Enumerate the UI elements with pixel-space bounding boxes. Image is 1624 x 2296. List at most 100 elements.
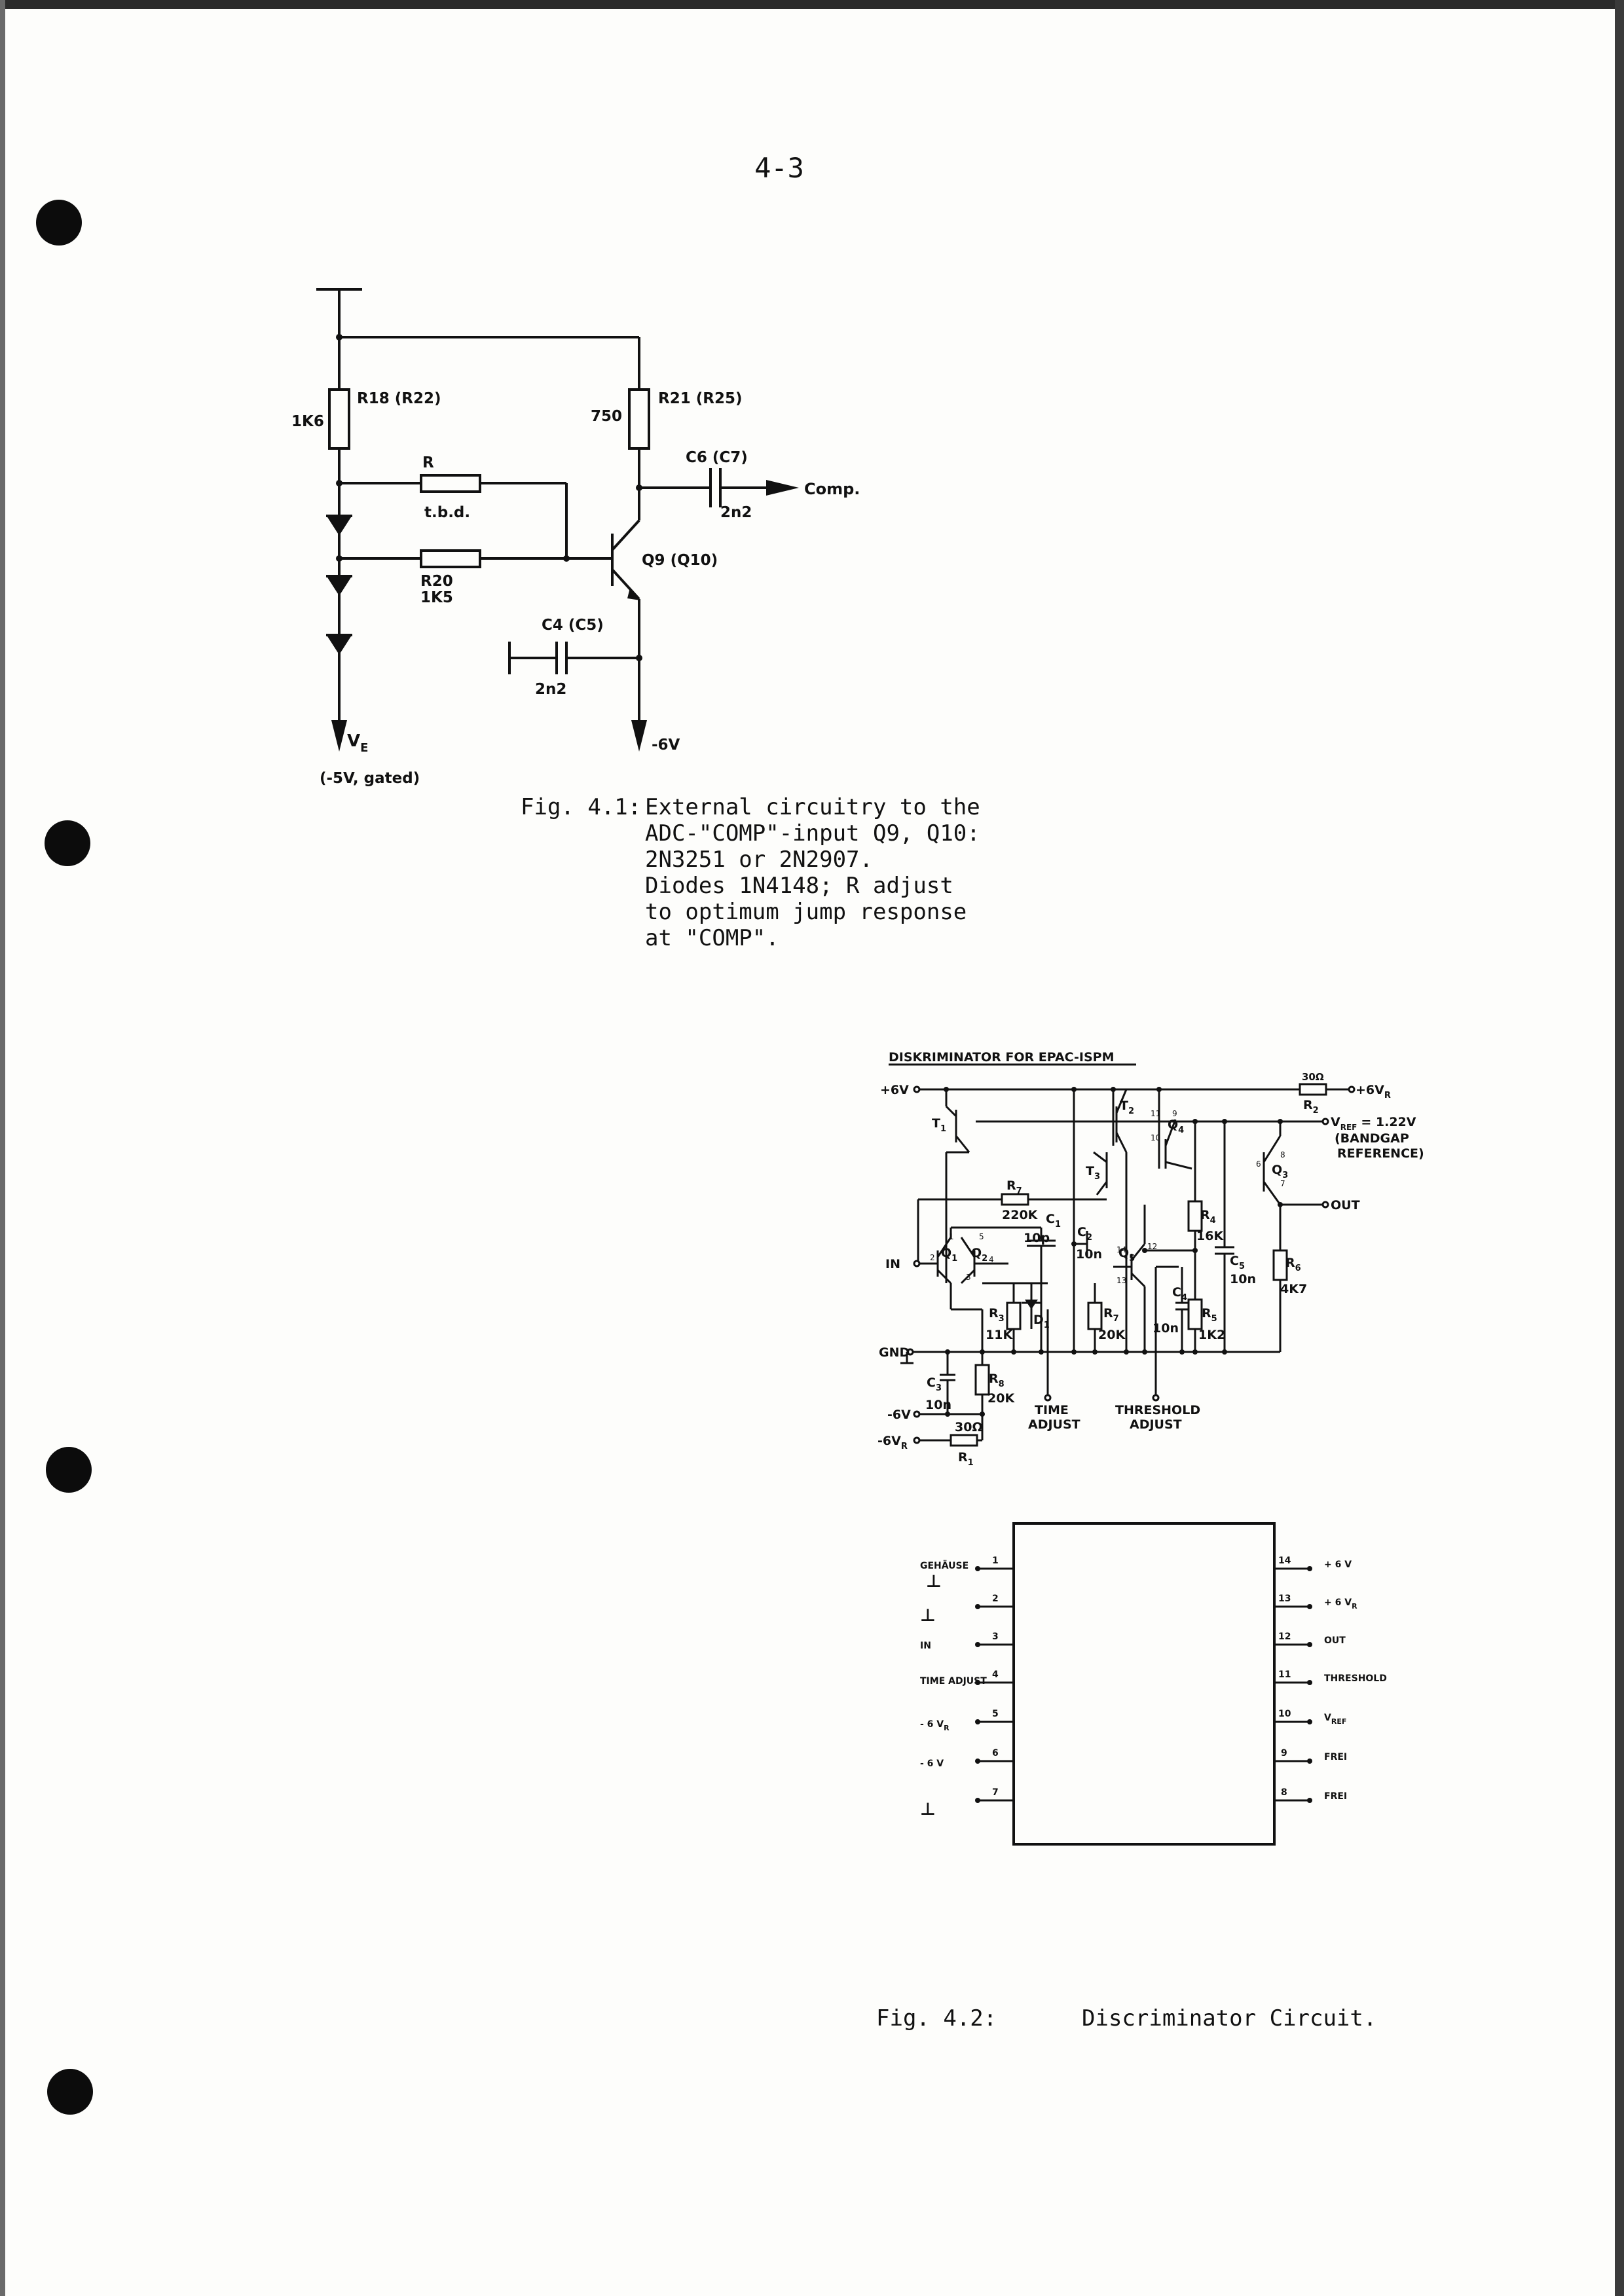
c4-label: C4 [1172,1285,1187,1303]
punch-hole [45,820,90,866]
c2-value: 10n [1076,1247,1102,1262]
time-adjust-label-line2: ADJUST [1028,1417,1080,1432]
pin-6-label: - 6 V [920,1758,944,1769]
pin-number: 1 [949,1232,954,1241]
out-label: OUT [1331,1198,1360,1212]
r6-label: R6 [1285,1256,1301,1273]
pin-number: 8 [1280,1150,1285,1159]
pin-6-number: 6 [992,1748,999,1758]
pin-9-label: FREI [1324,1752,1347,1762]
pin-number: 5 [979,1232,984,1241]
c1-value: 10p [1024,1231,1050,1245]
r8-value: 20K [987,1391,1015,1406]
fig-4-2-caption-tag: Fig. 4.2: [876,2005,997,2032]
r2-label: R2 [1303,1098,1319,1116]
pin-1-number: 1 [992,1556,999,1566]
punch-hole [36,200,82,246]
in-label: IN [885,1257,900,1271]
pin-number: 14 [1116,1245,1126,1254]
ground-icon: ⊥ [926,1572,942,1592]
pin-8-label: FREI [1324,1791,1347,1802]
pin-number: 12 [1147,1242,1157,1251]
r2-value: 30Ω [1302,1071,1324,1083]
pin-4-label: TIME ADJUST [920,1676,987,1686]
pin-5-number: 5 [992,1709,999,1719]
scan-border-top [0,0,1624,9]
r7-20k-value: 20K [1098,1328,1126,1342]
fig-4-1-caption-tag: Fig. 4.1: [521,794,642,820]
pin-11-number: 11 [1278,1669,1291,1680]
pin-number: 10 [1151,1133,1160,1142]
r20-value: 1K5 [420,589,453,606]
minus6v-label: -6V [652,737,680,754]
c4-value: 10n [1153,1321,1179,1336]
c5-value: 10n [1230,1272,1256,1286]
t1-label: T1 [932,1116,946,1134]
r7-20k-label: R7 [1103,1306,1119,1324]
ic-body [1012,1522,1276,1846]
r-label: R [422,454,434,471]
r1-value: 30Ω [955,1420,983,1434]
r6-value: 4K7 [1280,1282,1307,1296]
c3-value: 10n [925,1398,951,1412]
r18-label: R18 (R22) [357,390,441,407]
c5-label: C5 [1230,1254,1245,1271]
q1-label: Q1 [941,1246,957,1264]
minus6vr-label: -6VR [877,1434,908,1451]
caption-line: Diodes 1N4148; R adjust [645,873,953,899]
c4-value: 2n2 [535,681,566,698]
t3-label: T3 [1086,1164,1100,1182]
pin-number: 3 [966,1273,971,1282]
discriminator-title: DISKRIMINATOR FOR EPAC-ISPM [889,1050,1115,1065]
caption-line: to optimum jump response [645,899,967,925]
r3-label: R3 [989,1306,1005,1324]
c6-label: C6 (C7) [686,449,748,466]
pin-14-label: + 6 V [1324,1559,1352,1570]
pin-number: 4 [989,1255,994,1264]
q3-label: Q3 [1272,1163,1288,1180]
time-adjust-label-line1: TIME [1035,1403,1069,1417]
pin-14-number: 14 [1278,1556,1291,1566]
pin-number: 2 [930,1253,935,1262]
pin-2-number: 2 [992,1594,999,1604]
plus6vr-label: +6VR [1356,1083,1391,1101]
c6-value: 2n2 [720,504,752,521]
pin-number: 9 [1172,1109,1177,1118]
vref-label: VREF= 1.22V [1331,1115,1416,1132]
r5-value: 1K2 [1198,1328,1225,1342]
pin-8-number: 8 [1281,1787,1287,1798]
q2-label: Q2 [971,1246,987,1264]
ground-icon: ⊥ [920,1606,936,1626]
caption-line: 2N3251 or 2N2907. [645,847,873,873]
pin-5-label: - 6 VR [920,1719,950,1732]
r7-220k-label: R7 [1006,1178,1022,1196]
r18-value: 1K6 [291,413,324,430]
r5-label: R5 [1202,1306,1217,1324]
minus6v-label: -6V [887,1408,911,1422]
c4-label: C4 (C5) [542,617,604,634]
r-value: t.b.d. [424,504,470,521]
caption-line: at "COMP". [645,925,779,951]
pin-7-number: 7 [992,1787,999,1798]
pin-10-label: VREF [1324,1713,1346,1726]
pin-12-label: OUT [1324,1635,1346,1646]
r4-value: 16K [1196,1229,1224,1243]
pin-3-label: IN [920,1641,931,1651]
pin-number: 11 [1151,1109,1160,1118]
r1-label: R1 [958,1450,974,1468]
r7-220k-value: 220K [1002,1208,1039,1222]
q4-label: Q4 [1168,1118,1184,1135]
d1-label: D1 [1033,1313,1050,1330]
ground-icon: ⊥ [920,1800,936,1819]
r21-value: 750 [591,408,622,425]
c2-label: C2 [1077,1225,1092,1243]
pin-12-number: 12 [1278,1631,1291,1642]
pin-number: 6 [1256,1159,1261,1169]
pin-9-number: 9 [1281,1748,1287,1758]
pin-1-label: GEHÄUSE [920,1560,969,1571]
pin-number: 7 [1280,1179,1285,1188]
scan-border-right [1615,0,1624,2296]
